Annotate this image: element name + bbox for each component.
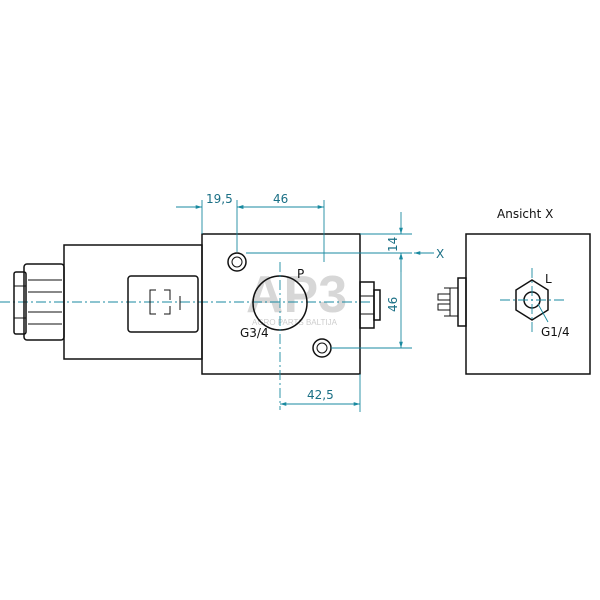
top-dimensions [176,200,325,262]
side-view [437,233,591,375]
dim-46-right: 46 [386,297,400,312]
side-plug [359,281,375,329]
thread-l-label: G1/4 [541,325,570,339]
dim-19-5: 19,5 [206,192,233,206]
watermark-logo: AP3 [246,266,347,324]
coil-plug [127,275,199,333]
view-title: Ansicht X [497,207,553,221]
view-marker-x: X [436,247,444,261]
mount-hole-bottom [312,338,332,358]
watermark: AP3 AGRO PARTS BALTIJA [246,266,347,327]
watermark-text: AGRO PARTS BALTIJA [252,318,338,327]
coil-nut [13,263,65,341]
dim-42-5: 42,5 [307,388,334,402]
port-l-label: L [545,272,552,286]
dim-14: 14 [386,237,400,252]
port-l-hex [515,279,549,321]
bottom-dimension [280,374,361,412]
mount-hole-top [227,252,247,272]
dim-46-top: 46 [273,192,288,206]
thread-p-label: G3/4 [240,326,269,340]
port-p-label: P [297,267,304,281]
right-dimensions [246,212,434,349]
